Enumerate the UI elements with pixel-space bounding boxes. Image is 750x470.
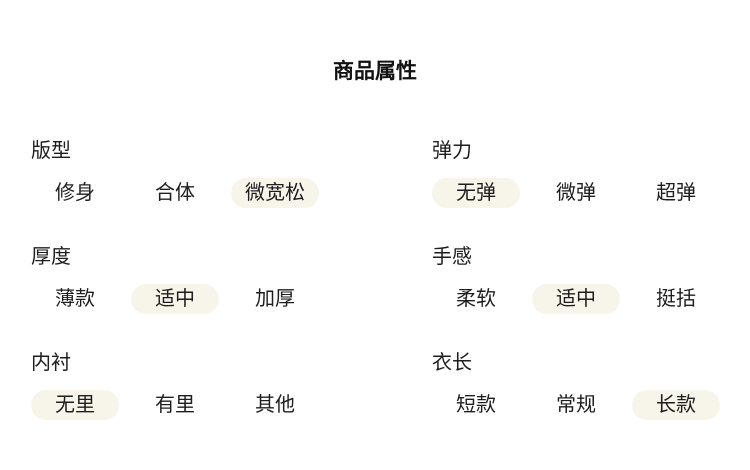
attribute-group: 版型 修身 合体 微宽松 [31,140,432,208]
attribute-group: 弹力 无弹 微弹 超弹 [432,140,750,208]
attribute-option[interactable]: 微宽松 [231,178,319,208]
attribute-option[interactable]: 挺括 [656,288,696,310]
attribute-option[interactable]: 微弹 [556,182,596,204]
attribute-group-label: 弹力 [432,140,472,162]
attribute-group: 内衬 无里 有里 其他 [31,352,432,420]
attribute-option[interactable]: 无里 [31,390,119,420]
page-title: 商品属性 [333,60,417,83]
attribute-group: 手感 柔软 适中 挺括 [432,246,750,314]
attribute-groups: 版型 修身 合体 微宽松 弹力 无弹 微弹 超弹 厚度 薄款 适中 加厚 手感 … [0,140,750,420]
attribute-group: 衣长 短款 常规 长款 [432,352,750,420]
attribute-option[interactable]: 适中 [532,284,620,314]
attribute-options: 修身 合体 微宽松 [31,178,432,208]
attribute-group-label: 衣长 [432,352,472,374]
attribute-option[interactable]: 薄款 [55,288,95,310]
attribute-option[interactable]: 适中 [131,284,219,314]
attribute-option[interactable]: 修身 [55,182,95,204]
attribute-options: 短款 常规 长款 [432,390,750,420]
attribute-option[interactable]: 其他 [255,394,295,416]
attribute-option[interactable]: 常规 [556,394,596,416]
attribute-group-label: 手感 [432,246,472,268]
attribute-option[interactable]: 合体 [155,182,195,204]
attribute-option[interactable]: 长款 [632,390,720,420]
attribute-option[interactable]: 短款 [456,394,496,416]
attribute-option[interactable]: 柔软 [456,288,496,310]
attribute-option[interactable]: 无弹 [432,178,520,208]
attribute-group-label: 内衬 [31,352,71,374]
attribute-group-label: 厚度 [31,246,71,268]
attribute-option[interactable]: 加厚 [255,288,295,310]
attribute-option[interactable]: 超弹 [656,182,696,204]
attribute-group: 厚度 薄款 适中 加厚 [31,246,432,314]
attribute-option[interactable]: 有里 [155,394,195,416]
attribute-group-label: 版型 [31,140,71,162]
attribute-options: 柔软 适中 挺括 [432,284,750,314]
attribute-options: 无弹 微弹 超弹 [432,178,750,208]
attribute-options: 无里 有里 其他 [31,390,432,420]
attribute-options: 薄款 适中 加厚 [31,284,432,314]
